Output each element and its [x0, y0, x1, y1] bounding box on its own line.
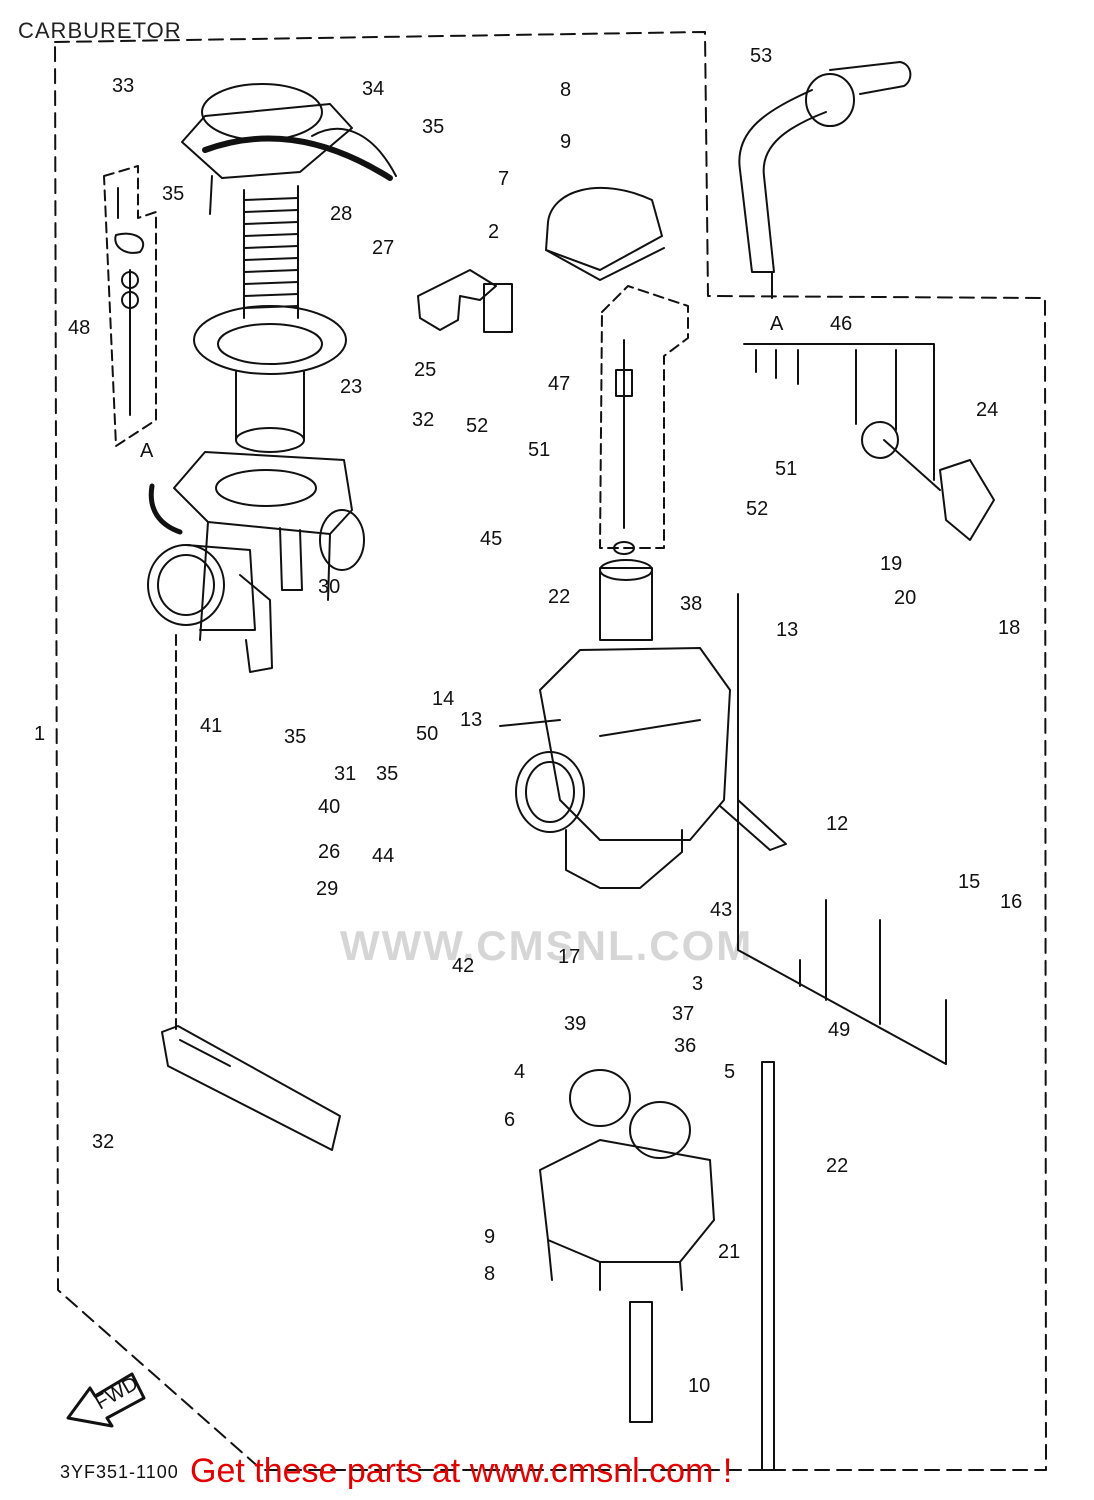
assembly-boundary — [54, 31, 1047, 1471]
callout-8b: 8 — [484, 1263, 495, 1285]
callout-53: 53 — [750, 45, 772, 67]
callout-46: 46 — [830, 313, 852, 335]
diaphragm-piston-part — [193, 305, 347, 453]
callout-A1: A — [770, 313, 784, 335]
needle-kit-part — [599, 285, 689, 555]
callout-8a: 8 — [560, 79, 571, 101]
callout-23: 23 — [340, 376, 362, 398]
callout-29: 29 — [316, 878, 338, 900]
callout-26: 26 — [318, 841, 340, 863]
top-cap-part — [181, 83, 397, 215]
callout-45: 45 — [480, 528, 502, 550]
callout-49: 49 — [828, 1019, 850, 1041]
callout-31: 31 — [334, 763, 356, 785]
callout-22b: 22 — [826, 1155, 848, 1177]
callout-A2: A — [140, 440, 154, 462]
callout-19: 19 — [880, 553, 902, 575]
callout-52a: 52 — [466, 415, 488, 437]
callout-47: 47 — [548, 373, 570, 395]
callout-40: 40 — [318, 796, 340, 818]
overflow-tube-part — [761, 1061, 775, 1471]
fwd-arrow-icon — [66, 1372, 146, 1428]
callout-34: 34 — [362, 78, 384, 100]
callout-52b: 52 — [746, 498, 768, 520]
vent-hose-part — [738, 61, 912, 299]
callout-32a: 32 — [412, 409, 434, 431]
callout-50: 50 — [416, 723, 438, 745]
callout-17: 17 — [558, 946, 580, 968]
callout-2: 2 — [488, 221, 499, 243]
callout-51a: 51 — [528, 439, 550, 461]
callout-13a: 13 — [776, 619, 798, 641]
callout-39: 39 — [564, 1013, 586, 1035]
callout-41: 41 — [200, 715, 222, 737]
callout-5: 5 — [724, 1061, 735, 1083]
callout-32b: 32 — [92, 1131, 114, 1153]
callout-22a: 22 — [548, 586, 570, 608]
callout-21: 21 — [718, 1241, 740, 1263]
fitting-set-part — [737, 593, 947, 1065]
callout-43: 43 — [710, 899, 732, 921]
callout-30: 30 — [318, 576, 340, 598]
callout-35c: 35 — [284, 726, 306, 748]
jet-needle-kit-part — [103, 165, 157, 447]
callout-37: 37 — [672, 1003, 694, 1025]
callout-9b: 9 — [484, 1226, 495, 1248]
callout-51b: 51 — [775, 458, 797, 480]
callout-14: 14 — [432, 688, 454, 710]
callout-42: 42 — [452, 955, 474, 977]
callout-7: 7 — [498, 168, 509, 190]
callout-25: 25 — [414, 359, 436, 381]
callout-48: 48 — [68, 317, 90, 339]
callout-16: 16 — [1000, 891, 1022, 913]
carburetor-body-main — [499, 559, 787, 889]
callout-35b: 35 — [162, 183, 184, 205]
callout-4: 4 — [514, 1061, 525, 1083]
bracket-part — [161, 1025, 341, 1151]
callout-6: 6 — [504, 1109, 515, 1131]
callout-15: 15 — [958, 871, 980, 893]
watermark: WWW.CMSNL.COM — [340, 922, 754, 969]
callout-33: 33 — [112, 75, 134, 97]
fwd-label: FWD — [92, 1373, 142, 1415]
callout-3: 3 — [692, 973, 703, 995]
idle-adjust-part — [743, 343, 995, 541]
callout-38: 38 — [680, 593, 702, 615]
bellows-spring-part — [243, 185, 299, 319]
callout-28: 28 — [330, 203, 352, 225]
cover-part — [545, 186, 665, 281]
callout-1: 1 — [34, 723, 45, 745]
callout-44: 44 — [372, 845, 394, 867]
float-bowl-part — [539, 1069, 715, 1423]
callout-9a: 9 — [560, 131, 571, 153]
callout-27: 27 — [372, 237, 394, 259]
callout-18: 18 — [998, 617, 1020, 639]
promo-link[interactable]: Get these parts at www.cmsnl.com ! — [190, 1452, 733, 1490]
diagram-code: 3YF351-1100 — [60, 1462, 179, 1482]
diagram-title: CARBURETOR — [18, 18, 182, 43]
callout-24: 24 — [976, 399, 998, 421]
lever-part — [417, 269, 513, 333]
callout-35a: 35 — [422, 116, 444, 138]
callout-10: 10 — [688, 1375, 710, 1397]
callout-35d: 35 — [376, 763, 398, 785]
carburetor-body-left — [147, 451, 365, 673]
callout-12: 12 — [826, 813, 848, 835]
callout-20: 20 — [894, 587, 916, 609]
callout-36: 36 — [674, 1035, 696, 1057]
callout-13b: 13 — [460, 709, 482, 731]
